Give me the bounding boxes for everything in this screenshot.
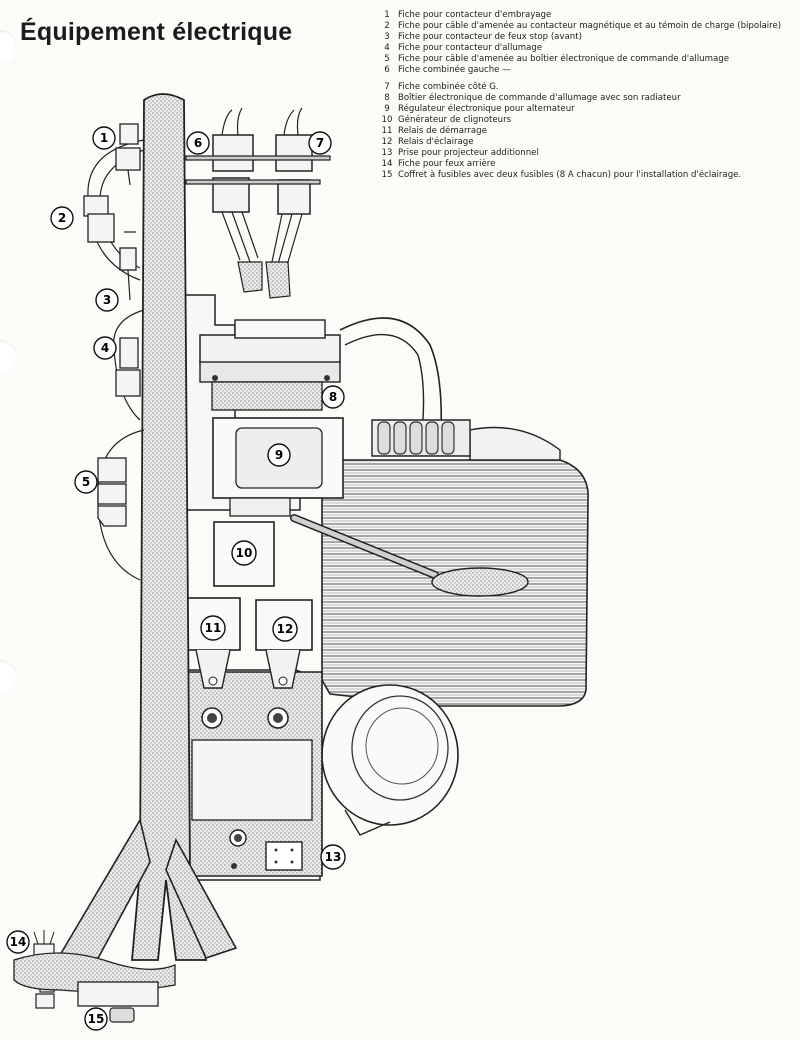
relay-base-plate: [177, 671, 323, 877]
callout-number: 3: [103, 293, 111, 307]
legend-text: Fiche pour câble d'amenée au contacteur …: [398, 20, 782, 31]
legend-number: 10: [381, 115, 393, 126]
legend-item: 12 Relais d'éclairage: [376, 137, 796, 148]
legend-text: Régulateur électronique pour alternateur: [398, 104, 575, 115]
legend-text: Coffret à fusibles avec deux fusibles (8…: [398, 169, 742, 180]
callout-number: 15: [88, 1012, 105, 1026]
alternator-housing: [321, 684, 459, 836]
callout-number: 9: [275, 448, 283, 462]
legend-number: 4: [384, 42, 390, 53]
callout-number: 13: [325, 850, 342, 864]
callout-13: 13: [320, 844, 346, 870]
callout-number: 2: [58, 211, 66, 225]
legend-text: Fiche pour contacteur d'allumage: [398, 42, 543, 53]
callout-1: 1: [92, 126, 116, 150]
callout-number: 8: [329, 390, 337, 404]
legend-item: 15 Coffret à fusibles avec deux fusibles …: [376, 170, 796, 181]
legend-item: 14 Fiche pour feux arrière: [376, 159, 796, 170]
binder-hole: [0, 340, 17, 374]
callout-number: 6: [194, 136, 202, 150]
callout-number: 4: [101, 341, 109, 355]
callout-11: 11: [200, 615, 226, 641]
engine-cooling-fins: [321, 426, 589, 707]
legend-number: 12: [381, 136, 393, 147]
ignition-switch-plug: [115, 337, 141, 397]
callout-5: 5: [74, 470, 98, 494]
callout-2: 2: [50, 206, 74, 230]
legend-item: 11 Relais de démarrage: [376, 126, 796, 137]
callout-9: 9: [267, 443, 291, 467]
legend-number: 3: [384, 31, 390, 42]
stop-light-plug: [119, 231, 137, 301]
ignition-control-box: [199, 319, 341, 411]
legend-item: 6 Fiche combinée gauche —: [376, 65, 796, 76]
legend-text: Prise pour projecteur additionnel: [398, 147, 539, 158]
legend-item: 9 Régulateur électronique pour alternateu…: [376, 104, 796, 115]
legend-item: 8 Boîtier électronique de commande d'allu…: [376, 93, 796, 104]
legend-item: 5 Fiche pour câble d'amenée au boîtier él…: [376, 54, 796, 65]
legend-text: Fiche pour feux arrière: [398, 158, 496, 169]
sensor-cable: [290, 514, 529, 597]
callout-number: 14: [10, 935, 27, 949]
ignition-box-cable-plug: [97, 457, 127, 527]
legend-number: 15: [381, 169, 393, 180]
combined-connector-right: [265, 107, 313, 299]
lighting-relay: [255, 599, 313, 689]
callout-7: 7: [308, 131, 332, 155]
intake-hose: [339, 317, 471, 457]
legend-text: Fiche combinée gauche —: [398, 64, 511, 75]
legend-item: 10 Générateur de clignoteurs: [376, 115, 796, 126]
wiring-harness: [58, 93, 238, 963]
legend-number: 13: [381, 147, 393, 158]
connector-rail: [185, 179, 321, 185]
legend-number: 7: [384, 82, 390, 93]
binder-hole: [0, 660, 17, 694]
legend-text: Relais de démarrage: [398, 126, 487, 137]
legend-text: Générateur de clignoteurs: [398, 115, 512, 126]
legend-number: 1: [384, 10, 390, 20]
callout-number: 5: [82, 475, 90, 489]
legend-text: Fiche pour câble d'amenée au boîtier éle…: [398, 53, 730, 64]
clutch-switch-plug: [115, 123, 141, 186]
callout-3: 3: [95, 288, 119, 312]
callout-15: 15: [84, 1007, 108, 1031]
legend-number: 5: [384, 53, 390, 64]
legend-item: 4 Fiche pour contacteur d'allumage: [376, 43, 796, 54]
callout-14: 14: [6, 930, 30, 954]
legend-number: 14: [381, 158, 393, 169]
combined-connector-left: [212, 107, 263, 293]
legend-number: 9: [384, 104, 390, 115]
fuse-box: [13, 952, 176, 1023]
callout-number: 7: [316, 136, 324, 150]
callout-number: 10: [236, 546, 253, 560]
legend-item: 1 Fiche pour contacteur d'embrayage: [376, 10, 796, 21]
legend-item: 2 Fiche pour câble d'amenée au contacteur…: [376, 21, 796, 32]
callout-4: 4: [93, 336, 117, 360]
legend-text: Fiche pour contacteur de feux stop (avan…: [398, 31, 582, 42]
binder-hole: [0, 30, 17, 64]
callout-10: 10: [231, 540, 257, 566]
legend-text: Boîtier électronique de commande d'allum…: [398, 93, 681, 104]
legend-text: Fiche pour contacteur d'embrayage: [398, 10, 552, 20]
legend-number: 2: [384, 20, 390, 31]
callout-number: 1: [100, 131, 108, 145]
legend-number: 11: [381, 126, 393, 137]
legend-item: 7 Fiche combinée côté G.: [376, 82, 796, 93]
callout-number: 11: [205, 621, 222, 635]
callout-number: 12: [277, 622, 294, 636]
page-title: Équipement électrique: [20, 18, 293, 46]
legend-text: Fiche combinée côté G.: [398, 82, 499, 93]
legend-number: 8: [384, 93, 390, 104]
legend-item: 13 Prise pour projecteur additionnel: [376, 148, 796, 159]
callout-8: 8: [321, 385, 345, 409]
callout-12: 12: [272, 616, 298, 642]
connector-rail: [185, 155, 331, 161]
magnetic-switch-plug: [83, 195, 115, 243]
legend-item: 3 Fiche pour contacteur de feux stop (ava…: [376, 32, 796, 43]
legend-number: 6: [384, 64, 390, 75]
callout-6: 6: [186, 131, 210, 155]
legend-text: Relais d'éclairage: [398, 136, 474, 147]
